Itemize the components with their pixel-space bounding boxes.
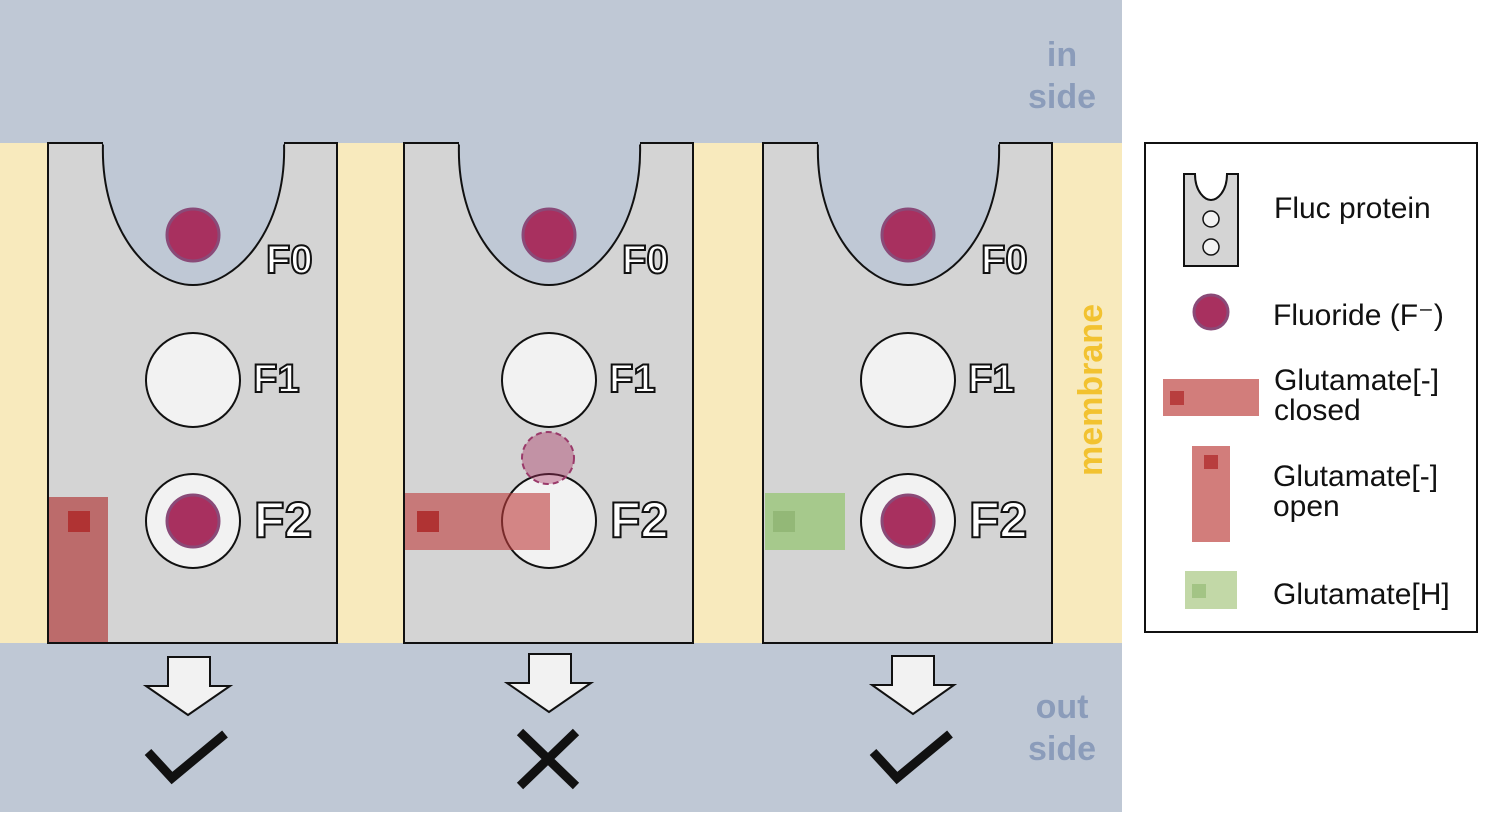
legend-glu-open-label-1: Glutamate[-] <box>1273 460 1438 493</box>
site-f1 <box>501 332 597 428</box>
site-label-f2: F2 <box>969 492 1027 548</box>
in-side-label-1: in <box>1047 36 1077 74</box>
site-label-f0: F0 <box>266 238 313 282</box>
down-arrow-icon <box>868 655 958 716</box>
site-label-f2: F2 <box>254 492 312 548</box>
site-label-f1: F1 <box>609 357 656 401</box>
legend-fluc-label: Fluc protein <box>1274 192 1431 225</box>
site-f1 <box>860 332 956 428</box>
legend: Fluc protein Fluoride (F⁻) Glutamate[-] … <box>1144 142 1478 633</box>
fluoride-ion <box>880 493 936 549</box>
down-arrow-icon <box>142 656 234 717</box>
glutamate-marker <box>1192 584 1206 598</box>
site-f1 <box>145 332 241 428</box>
site-label-f1: F1 <box>968 357 1015 401</box>
panel-1: F0 F1 F2 <box>47 141 338 785</box>
site-label-f2: F2 <box>610 492 668 548</box>
legend-glu-closed-label-2: closed <box>1274 394 1361 427</box>
fluoride-ion <box>165 207 221 263</box>
check-icon <box>869 730 953 785</box>
out-side-label-2: side <box>1028 730 1096 768</box>
glutamate-marker <box>773 511 795 532</box>
panel-3: F0 F1 F2 <box>762 141 1053 785</box>
glutamate-marker <box>417 511 439 532</box>
legend-fluoride-icon <box>1192 293 1230 331</box>
glutamate-marker <box>68 511 90 532</box>
membrane-label: membrane <box>1072 304 1110 476</box>
legend-fluc-icon <box>1183 173 1239 267</box>
legend-fluoride-label: Fluoride (F⁻) <box>1273 299 1444 332</box>
fluoride-ion <box>521 207 577 263</box>
site-label-f0: F0 <box>622 238 669 282</box>
down-arrow-icon <box>503 653 595 714</box>
check-icon <box>144 730 228 785</box>
legend-glu-closed-label-1: Glutamate[-] <box>1274 364 1439 397</box>
site-label-f1: F1 <box>253 357 300 401</box>
fluoride-ion <box>880 207 936 263</box>
panel-2: F0 F1 F2 <box>403 141 694 790</box>
in-side-label-2: side <box>1028 78 1096 116</box>
legend-glu-h-label: Glutamate[H] <box>1273 578 1450 611</box>
blocked-fluoride-ion <box>521 431 575 485</box>
cross-icon <box>516 728 580 790</box>
glutamate-marker <box>1170 391 1184 405</box>
fluoride-ion <box>165 493 221 549</box>
legend-glu-open-label-2: open <box>1273 490 1340 523</box>
site-label-f0: F0 <box>981 238 1028 282</box>
out-side-label-1: out <box>1036 688 1089 726</box>
glutamate-marker <box>1204 455 1218 469</box>
